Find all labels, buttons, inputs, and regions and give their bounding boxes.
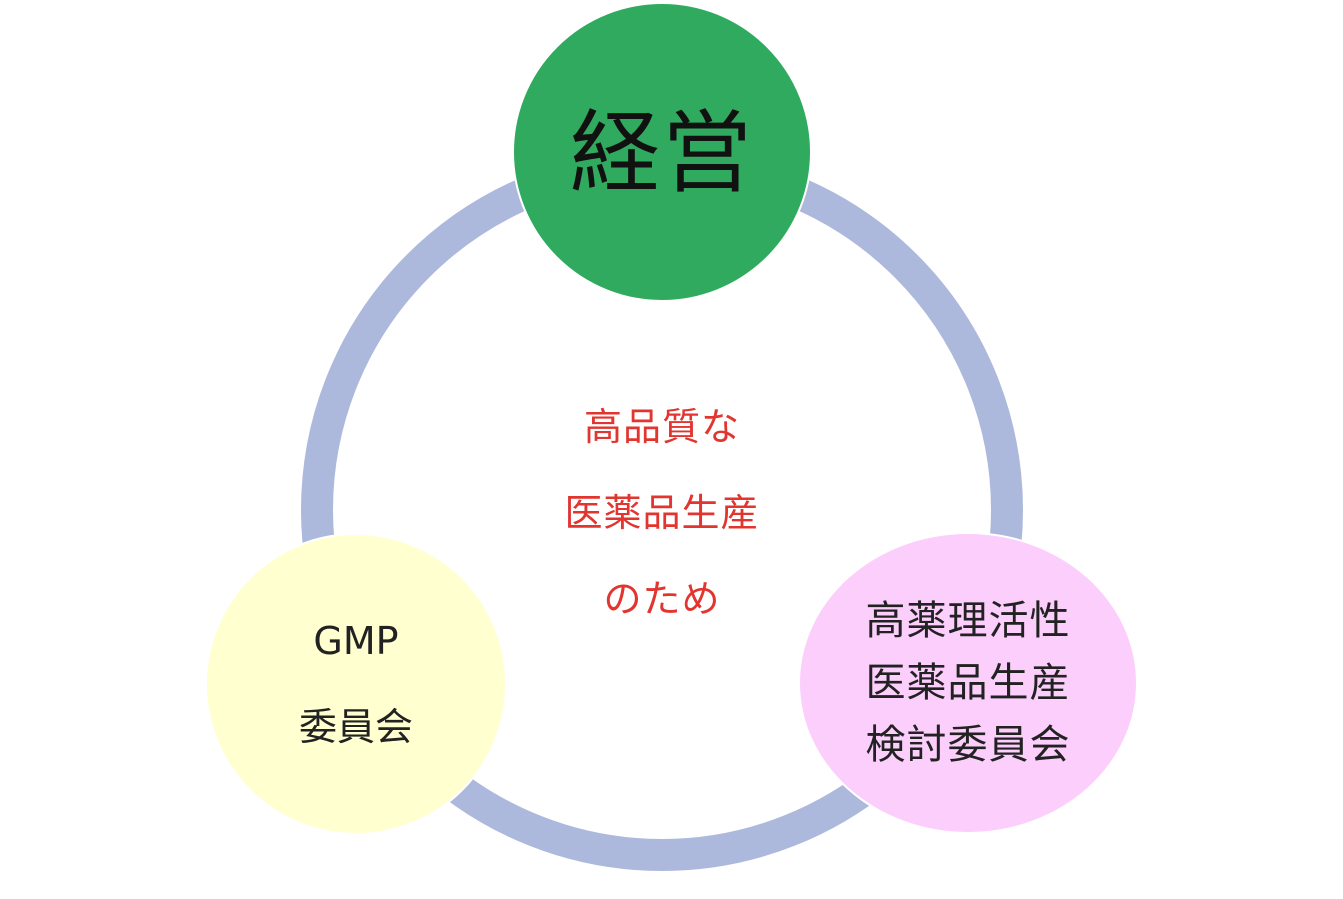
node-gmp-line-1: GMP	[313, 619, 399, 663]
node-management: 経営	[512, 2, 812, 302]
node-hpapi-committee: 高薬理活性 医薬品生産 検討委員会	[798, 532, 1138, 834]
center-line-1: 高品質な	[583, 405, 740, 449]
node-hpapi-line-3: 検討委員会	[865, 722, 1071, 768]
node-management-label: 経営	[570, 101, 754, 206]
node-hpapi-line-1: 高薬理活性	[865, 598, 1071, 644]
center-line-2: 医薬品生産	[564, 491, 760, 535]
center-purpose-text: 高品質な 医薬品生産 のため	[500, 384, 824, 642]
center-line-3: のため	[603, 577, 721, 621]
node-gmp-committee: GMP 委員会	[205, 533, 507, 835]
node-gmp-line-2: 委員会	[298, 705, 413, 749]
node-hpapi-line-2: 医薬品生産	[865, 660, 1071, 706]
